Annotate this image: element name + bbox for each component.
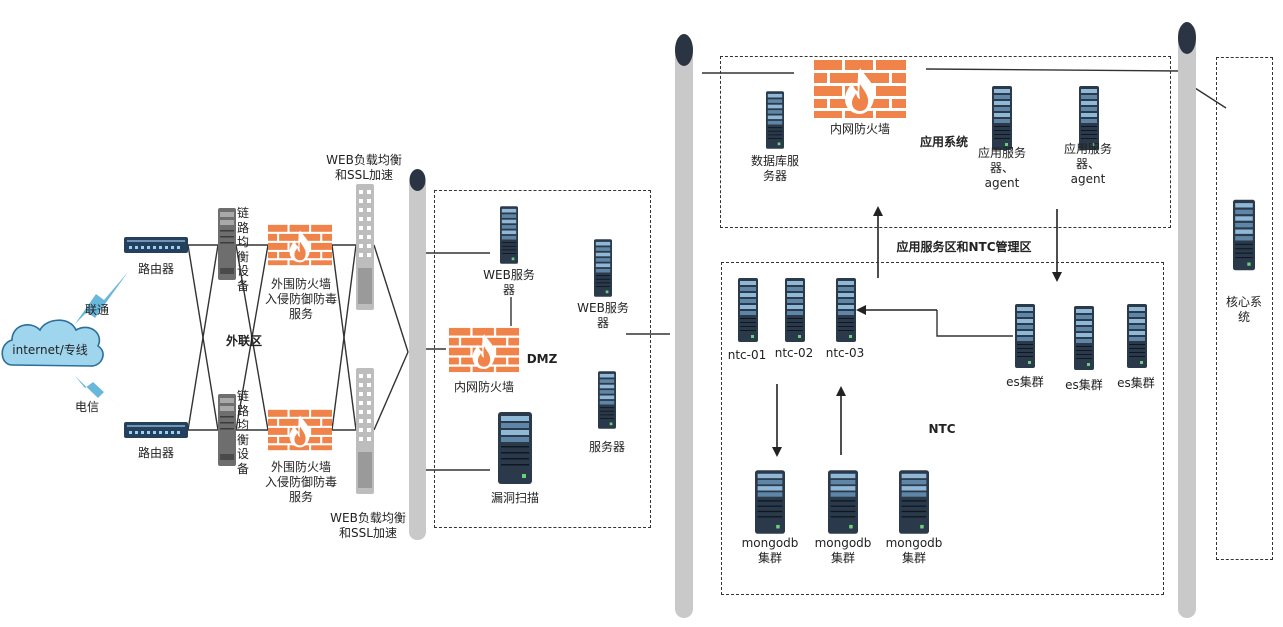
- app-system-zone: [720, 56, 1171, 228]
- arrow-lines: [772, 206, 1062, 457]
- es-node-label: es集群: [1065, 378, 1103, 392]
- app-agent-label: 应用服务器、agent: [1063, 142, 1112, 186]
- telecom-label: 电信: [74, 400, 99, 414]
- ntc-zone-label: NTC: [928, 422, 956, 436]
- app-firewall-label: 内网防火墙: [829, 122, 890, 136]
- web-server-label: WEB服务器: [483, 268, 535, 297]
- core-system-label: 核心系统: [1225, 295, 1262, 324]
- server-label: 服务器: [588, 440, 625, 454]
- es-node-label: es集群: [1006, 375, 1044, 389]
- ntc-mgmt-zone-label: 应用服务区和NTC管理区: [896, 240, 1032, 254]
- ntc-node-label: ntc-02: [774, 346, 814, 360]
- router-label: 路由器: [137, 262, 174, 276]
- outer-firewall-label: 外围防火墙入侵防御防毒服务: [264, 460, 337, 504]
- web-lb-label: WEB负载均衡和SSL加速: [330, 511, 406, 540]
- internet-label: internet/专线: [12, 343, 88, 357]
- firewall-icon: [268, 224, 332, 266]
- network-bus-main: [675, 34, 693, 618]
- web-lb-label: WEB负载均衡和SSL加速: [326, 153, 402, 182]
- dmz-zone-label: DMZ: [526, 352, 558, 366]
- dmz-firewall-label: 内网防火墙: [453, 380, 514, 394]
- lightning-bolt-icon: [75, 376, 130, 416]
- ntc-zone: [721, 262, 1164, 595]
- network-bus-core: [1178, 22, 1196, 618]
- app-agent-label: 应用服务器、agent: [977, 146, 1026, 190]
- web-load-balancer-icon: [356, 184, 374, 310]
- dmz-zone: [434, 190, 651, 528]
- outer-zone-label: 外联区: [225, 334, 262, 348]
- link-balancer-label: 链路均 衡设备: [236, 389, 249, 476]
- core-zone: [1216, 57, 1273, 560]
- ntc-node-label: ntc-03: [825, 346, 865, 360]
- router-icon: [124, 237, 188, 253]
- link-balancer-label: 链路均 衡设备: [236, 206, 249, 293]
- outer-firewall-label: 外围防火墙入侵防御防毒服务: [264, 277, 337, 321]
- unicom-label: 联通: [84, 303, 109, 317]
- lightning-bolt-icon: [75, 272, 128, 324]
- network-bus-outer: [409, 169, 426, 540]
- es-node-label: es集群: [1117, 376, 1155, 390]
- connection-lines: [187, 68, 1227, 471]
- web-load-balancer-icon: [356, 368, 374, 494]
- vuln-scan-label: 漏洞扫描: [490, 491, 539, 505]
- web-server-label: WEB服务器: [577, 301, 629, 330]
- db-server-label: 数据库服务器: [750, 154, 799, 183]
- firewall-icon: [268, 409, 332, 451]
- router-label: 路由器: [137, 446, 174, 460]
- internet-cloud-icon: [1, 319, 104, 367]
- ntc-node-label: ntc-01: [727, 348, 767, 362]
- router-icon: [124, 422, 188, 438]
- app-system-zone-label: 应用系统: [919, 135, 968, 149]
